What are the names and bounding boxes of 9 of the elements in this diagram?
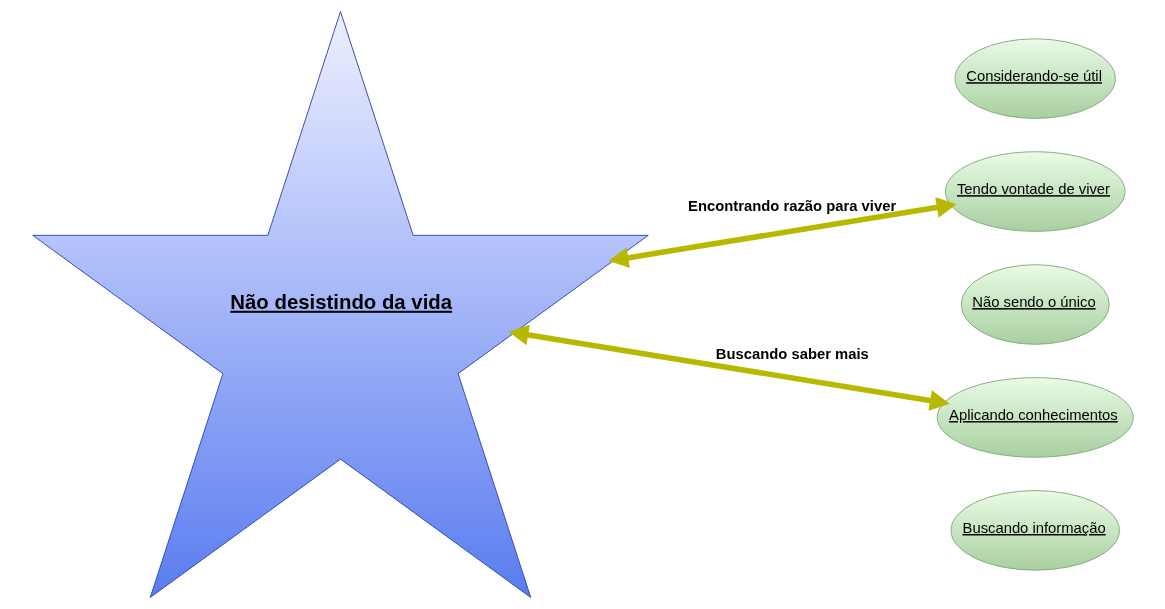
arrow bbox=[608, 197, 956, 269]
edge-label: Buscando saber mais bbox=[715, 345, 869, 362]
node-ellipse: Tendo vontade de viver bbox=[944, 151, 1126, 232]
edge-label: Encontrando razão para viver bbox=[687, 197, 896, 214]
node-ellipse: Considerando-se útil bbox=[954, 38, 1116, 119]
node-ellipse: Não sendo o único bbox=[960, 264, 1110, 345]
node-ellipse: Buscando informação bbox=[950, 490, 1120, 571]
arrow bbox=[508, 324, 950, 411]
node-ellipse: Aplicando conhecimentos bbox=[936, 377, 1134, 458]
